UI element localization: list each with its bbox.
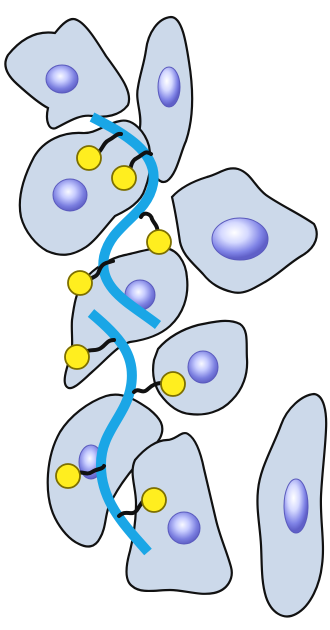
nucleus-icon bbox=[188, 351, 218, 383]
cells-layer bbox=[5, 17, 326, 616]
yellow-particle-icon bbox=[68, 271, 92, 295]
nucleus-icon bbox=[53, 179, 87, 211]
nucleus-icon bbox=[158, 67, 180, 107]
yellow-particle-icon bbox=[56, 464, 80, 488]
yellow-particle-icon bbox=[161, 372, 185, 396]
yellow-particle-icon bbox=[147, 230, 171, 254]
nucleus-icon bbox=[46, 65, 78, 93]
nucleus-icon bbox=[168, 512, 200, 544]
nucleus-icon bbox=[284, 479, 308, 533]
yellow-particle-icon bbox=[65, 345, 89, 369]
nucleus-icon bbox=[212, 218, 268, 260]
yellow-particle-icon bbox=[112, 166, 136, 190]
yellow-particle-icon bbox=[142, 488, 166, 512]
yellow-particle-icon bbox=[77, 146, 101, 170]
